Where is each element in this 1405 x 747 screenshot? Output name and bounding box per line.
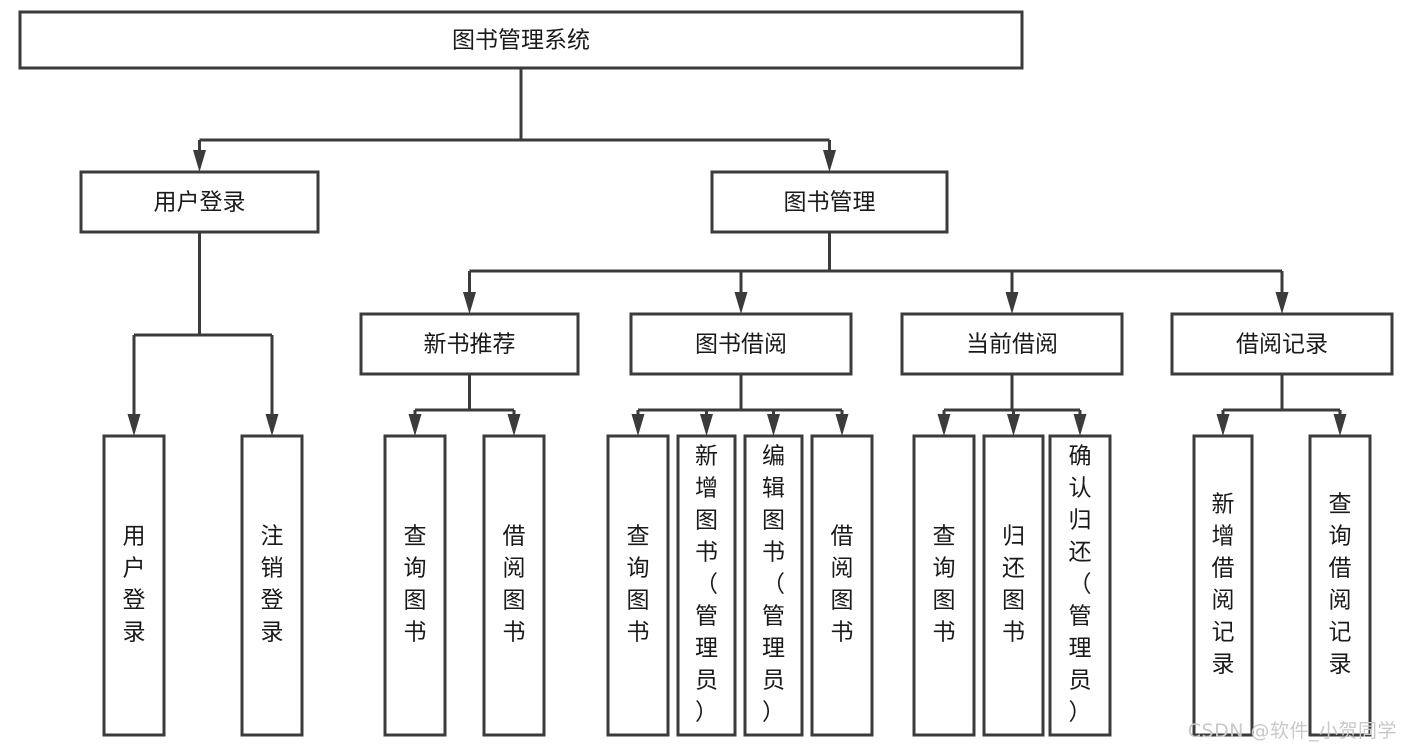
node-label: 借阅图书 [503, 524, 526, 646]
node-label: 新书推荐 [424, 332, 516, 358]
node-label: 用户登录 [154, 190, 246, 216]
node-box [482, 434, 546, 737]
node-box [1192, 434, 1254, 737]
node-box [676, 434, 737, 737]
node-label: 新增借阅记录 [1212, 492, 1235, 678]
node-current[interactable]: 当前借阅 [900, 312, 1124, 376]
node-label: 查询图书 [627, 524, 650, 646]
node-label: 查询借阅记录 [1329, 492, 1352, 678]
node-login[interactable]: 用户登录 [79, 170, 320, 234]
node-label: 编辑图书（管理员） [762, 444, 785, 726]
watermark-label: CSDN @软件_小贺同学 [1187, 720, 1397, 742]
node-label: 归还图书 [1002, 524, 1025, 646]
node-box [79, 170, 320, 234]
node-box [102, 434, 166, 737]
node-label: 借阅图书 [831, 524, 854, 646]
node-leaf-10[interactable]: 归还图书 [982, 434, 1045, 737]
node-leaf-6[interactable]: 新增图书（管理员） [676, 434, 737, 737]
node-box [900, 312, 1124, 376]
node-label: 当前借阅 [966, 332, 1058, 358]
node-newbook[interactable]: 新书推荐 [359, 312, 580, 376]
node-box [1048, 434, 1112, 737]
node-box [1308, 434, 1372, 737]
node-records[interactable]: 借阅记录 [1170, 312, 1394, 376]
node-box [1170, 312, 1394, 376]
node-label: 图书管理 [784, 190, 876, 216]
node-leaf-12[interactable]: 新增借阅记录 [1192, 434, 1254, 737]
node-box [240, 434, 304, 737]
node-box [606, 434, 670, 737]
node-box [629, 312, 853, 376]
node-box [743, 434, 804, 737]
node-borrow[interactable]: 图书借阅 [629, 312, 853, 376]
node-label: 查询图书 [404, 524, 427, 646]
node-leaf-11[interactable]: 确认归还（管理员） [1048, 434, 1112, 737]
node-label: 新增图书（管理员） [695, 444, 718, 726]
node-label: 查询图书 [933, 524, 956, 646]
node-leaf-5[interactable]: 查询图书 [606, 434, 670, 737]
node-bookmgmt[interactable]: 图书管理 [710, 170, 949, 234]
connector-layer [127, 68, 1347, 436]
node-box [710, 170, 949, 234]
node-label: 确认归还（管理员） [1069, 444, 1092, 726]
node-root[interactable]: 图书管理系统 [18, 10, 1024, 70]
node-leaf-1[interactable]: 用户登录 [102, 434, 166, 737]
node-label: 注销登录 [261, 524, 284, 646]
node-box [359, 312, 580, 376]
node-layer: 图书管理系统用户登录图书管理新书推荐图书借阅当前借阅借阅记录用户登录注销登录查询… [18, 10, 1394, 737]
node-leaf-9[interactable]: 查询图书 [912, 434, 976, 737]
node-box [912, 434, 976, 737]
node-box [383, 434, 447, 737]
node-leaf-8[interactable]: 借阅图书 [810, 434, 874, 737]
node-label: 借阅记录 [1236, 332, 1328, 358]
node-leaf-13[interactable]: 查询借阅记录 [1308, 434, 1372, 737]
node-leaf-2[interactable]: 注销登录 [240, 434, 304, 737]
node-box [18, 10, 1024, 70]
node-box [810, 434, 874, 737]
node-label: 图书借阅 [695, 332, 787, 358]
node-leaf-7[interactable]: 编辑图书（管理员） [743, 434, 804, 737]
node-label: 图书管理系统 [452, 28, 590, 54]
node-leaf-3[interactable]: 查询图书 [383, 434, 447, 737]
node-label: 用户登录 [123, 524, 146, 646]
node-box [982, 434, 1045, 737]
node-leaf-4[interactable]: 借阅图书 [482, 434, 546, 737]
